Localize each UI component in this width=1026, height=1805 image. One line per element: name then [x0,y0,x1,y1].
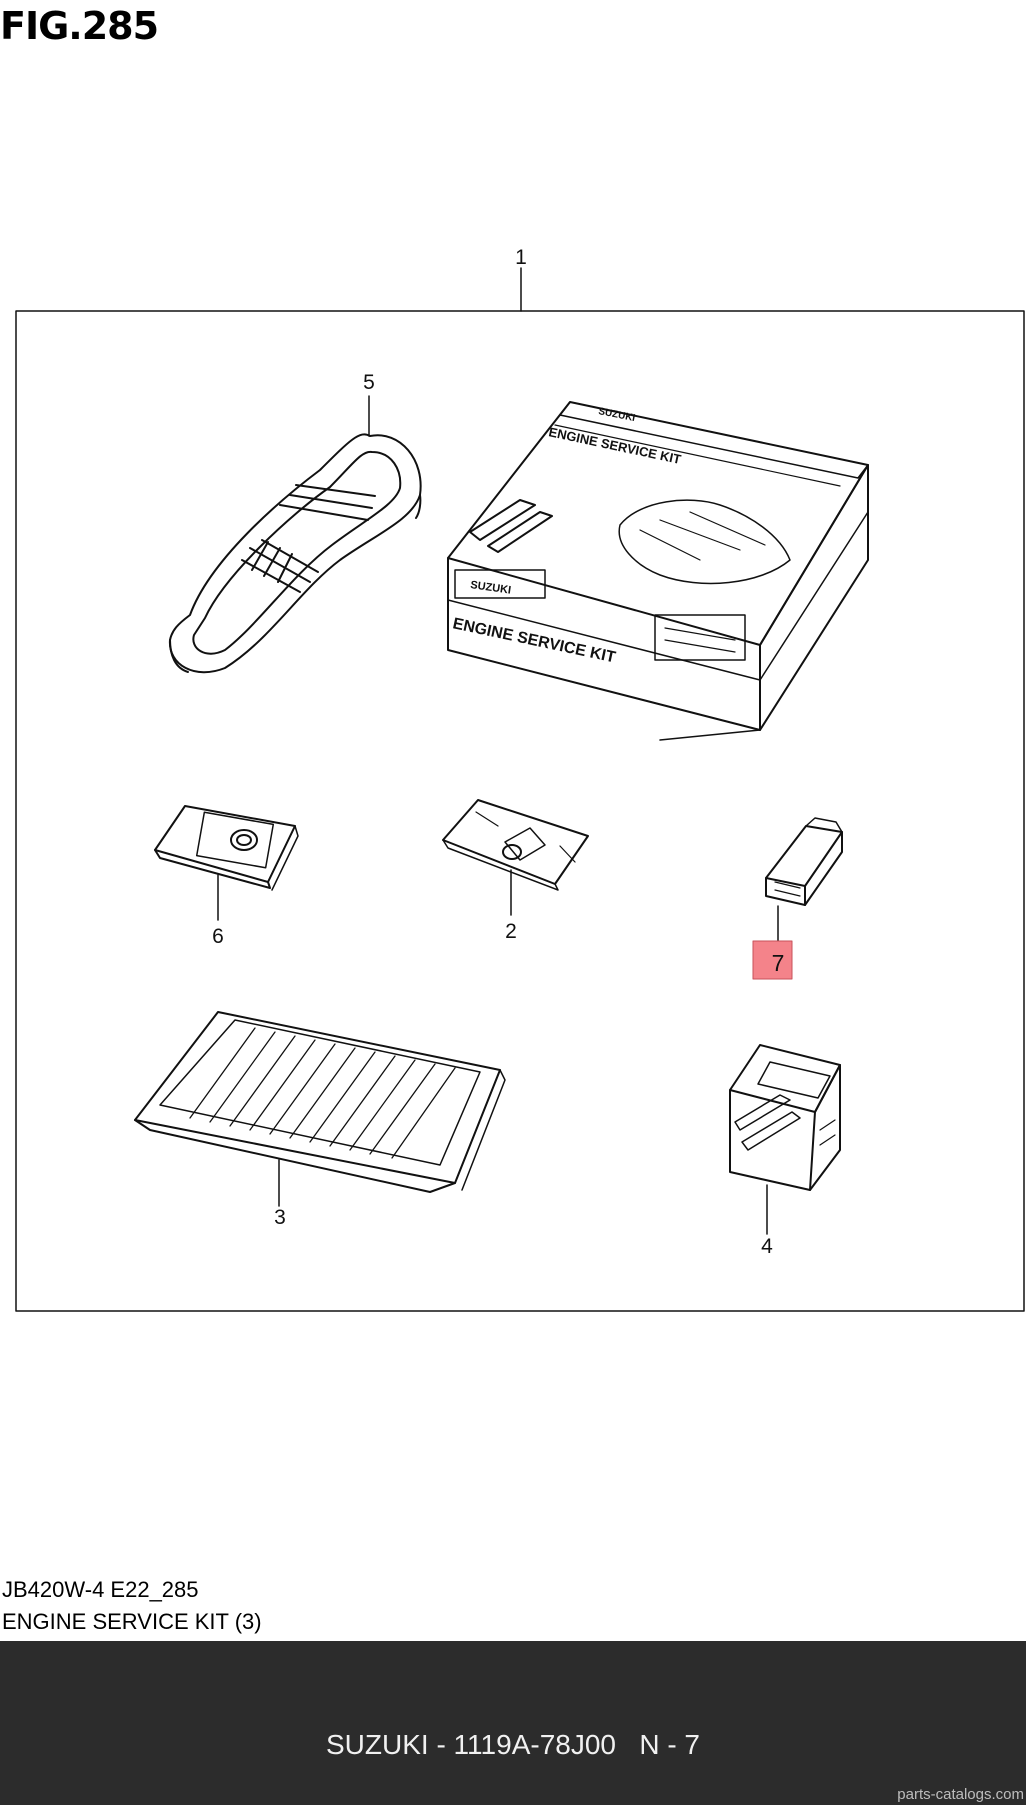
callout-7-highlight [752,940,793,980]
callout-3-label: 3 [274,1206,286,1229]
air-filter-drawing [134,1011,506,1193]
callout-7-label: 7 [772,950,785,976]
callout-6-label: 6 [212,925,224,948]
footer-bar: SUZUKI - 1119A-78J00 N - 7 [0,1641,1026,1805]
model-code: JB420W-4 E22_285 [2,1577,199,1602]
drain-plug-packet-drawing [442,799,589,891]
callout-5-label: 5 [363,371,375,394]
callout-2-label: 2 [505,920,517,943]
side-title-text: ENGINE SERVICE KIT [451,615,617,666]
callout-1-label: 1 [515,246,527,269]
side-brand-text: SUZUKI [470,579,512,597]
figure-title: FIG.285 [0,4,159,48]
kit-description: ENGINE SERVICE KIT (3) [2,1609,262,1634]
footer-text: SUZUKI - 1119A-78J00 N - 7 [326,1729,700,1760]
oil-filter-box-drawing [729,1044,841,1191]
watermark: parts-catalogs.com [897,1786,1024,1803]
gasket-packet-drawing [154,805,299,891]
service-kit-box-drawing [447,401,869,741]
small-box-drawing [765,817,843,906]
drive-belt-drawing [168,433,422,674]
kit-frame [15,310,1025,1312]
callout-4-label: 4 [761,1235,773,1258]
